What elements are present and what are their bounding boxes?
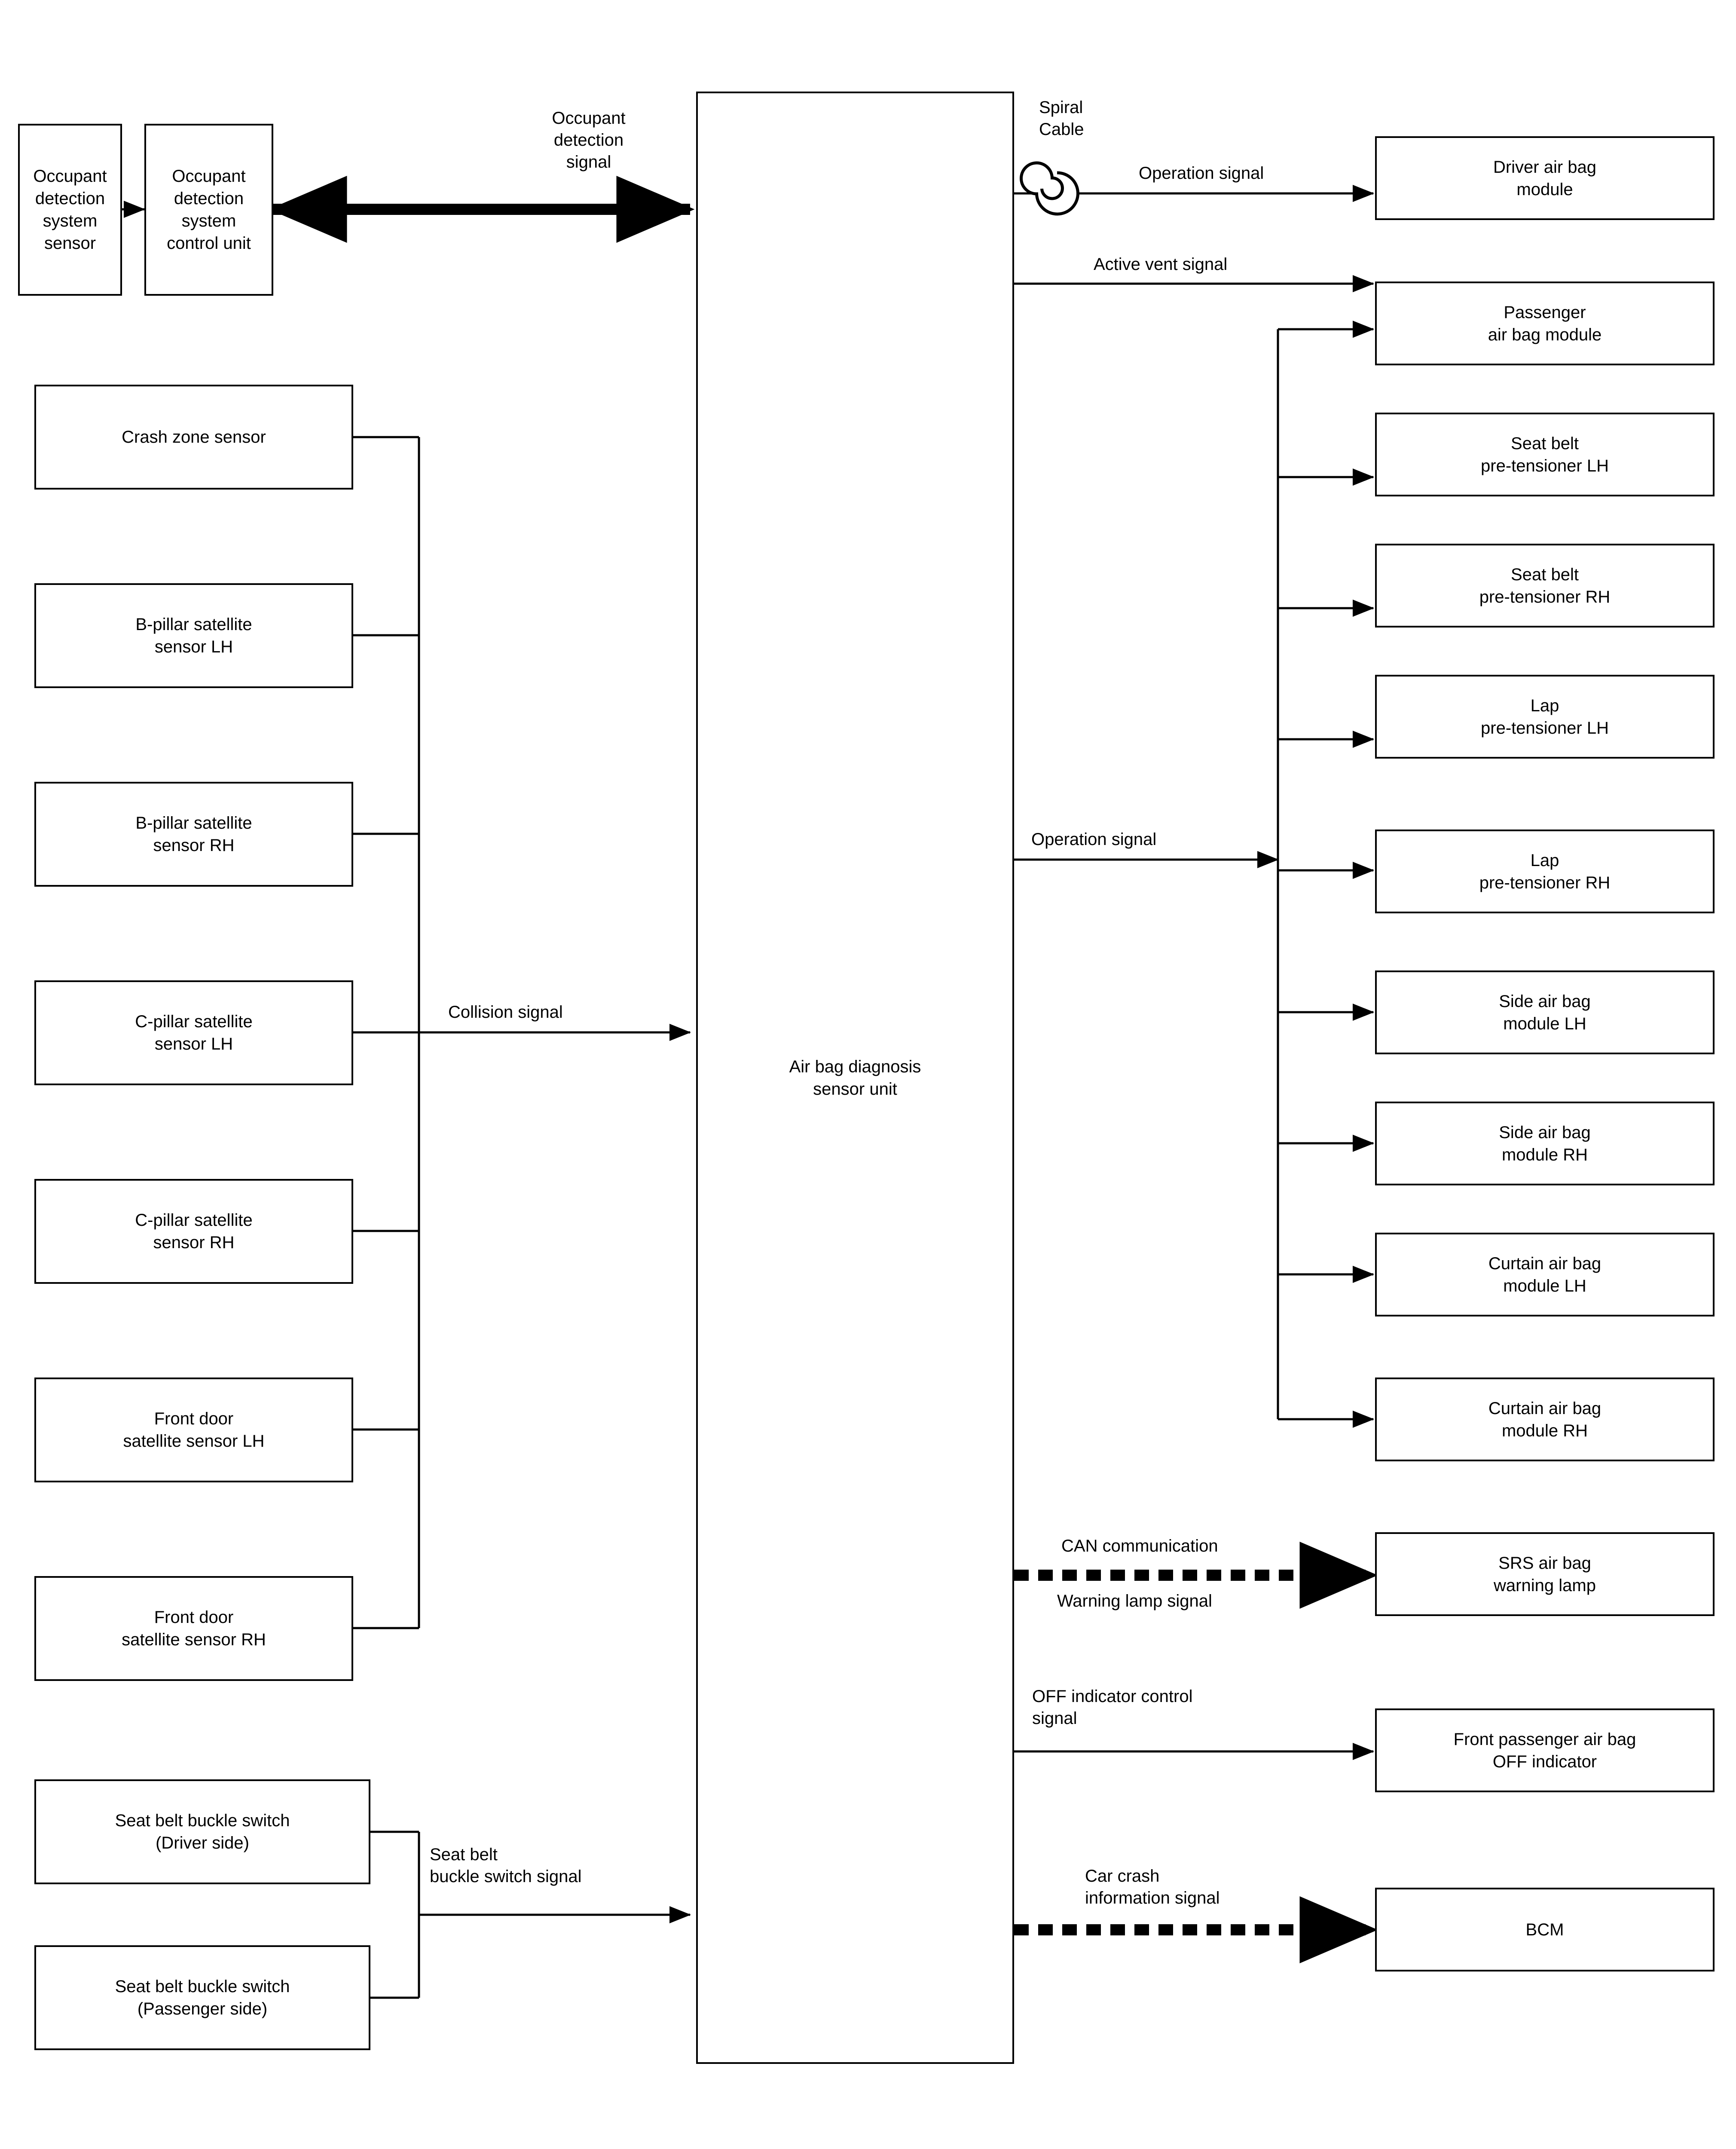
- seat-belt-pre-tensioner-lh-label: Seat belt pre-tensioner LH: [1481, 434, 1609, 475]
- passenger-air-bag-module-box[interactable]: Passenger air bag module: [1375, 282, 1715, 365]
- b-pillar-satellite-sensor-rh-box[interactable]: B-pillar satellite sensor RH: [34, 782, 353, 887]
- srs-air-bag-warning-lamp-box[interactable]: SRS air bag warning lamp: [1375, 1532, 1715, 1616]
- c-pillar-satellite-sensor-lh-label: C-pillar satellite sensor LH: [135, 1012, 253, 1053]
- lap-pre-tensioner-rh-box[interactable]: Lap pre-tensioner RH: [1375, 830, 1715, 913]
- side-air-bag-module-lh-box[interactable]: Side air bag module LH: [1375, 970, 1715, 1054]
- seat-belt-buckle-switch-passenger-box[interactable]: Seat belt buckle switch (Passenger side): [34, 1945, 370, 2050]
- air-bag-diagnosis-sensor-unit-box[interactable]: Air bag diagnosis sensor unit: [696, 92, 1014, 2064]
- side-air-bag-module-rh-label: Side air bag module RH: [1499, 1123, 1591, 1164]
- bcm-box[interactable]: BCM: [1375, 1888, 1715, 1971]
- b-pillar-satellite-sensor-lh-box[interactable]: B-pillar satellite sensor LH: [34, 583, 353, 688]
- off-indicator-control-signal-label: OFF indicator control signal: [1032, 1687, 1193, 1728]
- lap-pre-tensioner-lh-label: Lap pre-tensioner LH: [1481, 696, 1609, 738]
- can-communication-label: CAN communication: [1061, 1537, 1218, 1555]
- seat-belt-buckle-switch-driver-box[interactable]: Seat belt buckle switch (Driver side): [34, 1779, 370, 1884]
- seat-belt-buckle-switch-passenger-label: Seat belt buckle switch (Passenger side): [115, 1977, 290, 2018]
- b-pillar-satellite-sensor-rh-label: B-pillar satellite sensor RH: [135, 814, 252, 855]
- spiral-cable-label: Spiral Cable: [1039, 98, 1084, 139]
- front-door-satellite-sensor-lh-label: Front door satellite sensor LH: [123, 1409, 265, 1451]
- seat-belt-pre-tensioner-rh-label: Seat belt pre-tensioner RH: [1479, 565, 1611, 606]
- front-door-satellite-sensor-lh-box[interactable]: Front door satellite sensor LH: [34, 1378, 353, 1482]
- ods-sensor-box[interactable]: Occupant detection system sensor: [18, 124, 122, 296]
- passenger-air-bag-module-label: Passenger air bag module: [1488, 303, 1602, 344]
- ods-control-unit-label: Occupant detection system control unit: [167, 167, 251, 253]
- c-pillar-satellite-sensor-lh-box[interactable]: C-pillar satellite sensor LH: [34, 980, 353, 1085]
- front-passenger-air-bag-off-indicator-label: Front passenger air bag OFF indicator: [1453, 1730, 1636, 1771]
- occupant-detection-signal-label: Occupant detection signal: [552, 109, 626, 172]
- curtain-air-bag-module-rh-label: Curtain air bag module RH: [1488, 1399, 1602, 1440]
- curtain-air-bag-module-rh-box[interactable]: Curtain air bag module RH: [1375, 1378, 1715, 1461]
- side-air-bag-module-rh-box[interactable]: Side air bag module RH: [1375, 1102, 1715, 1185]
- ods-control-unit-box[interactable]: Occupant detection system control unit: [144, 124, 273, 296]
- curtain-air-bag-module-lh-box[interactable]: Curtain air bag module LH: [1375, 1233, 1715, 1316]
- seat-belt-buckle-switch-driver-label: Seat belt buckle switch (Driver side): [115, 1811, 290, 1852]
- driver-air-bag-module-box[interactable]: Driver air bag module: [1375, 136, 1715, 220]
- crash-zone-sensor-box[interactable]: Crash zone sensor: [34, 385, 353, 490]
- srs-air-bag-warning-lamp-label: SRS air bag warning lamp: [1494, 1553, 1596, 1595]
- bcm-label: BCM: [1525, 1920, 1564, 1939]
- c-pillar-satellite-sensor-rh-box[interactable]: C-pillar satellite sensor RH: [34, 1179, 353, 1284]
- seat-belt-pre-tensioner-lh-box[interactable]: Seat belt pre-tensioner LH: [1375, 413, 1715, 496]
- front-door-satellite-sensor-rh-box[interactable]: Front door satellite sensor RH: [34, 1576, 353, 1681]
- warning-lamp-signal-label: Warning lamp signal: [1057, 1592, 1212, 1610]
- air-bag-diagnosis-sensor-unit-label: Air bag diagnosis sensor unit: [789, 1057, 921, 1099]
- operation-signal-main-label: Operation signal: [1031, 830, 1157, 849]
- seat-belt-pre-tensioner-rh-box[interactable]: Seat belt pre-tensioner RH: [1375, 544, 1715, 628]
- lap-pre-tensioner-lh-box[interactable]: Lap pre-tensioner LH: [1375, 675, 1715, 759]
- operation-signal-driver-label: Operation signal: [1139, 164, 1264, 183]
- curtain-air-bag-module-lh-label: Curtain air bag module LH: [1488, 1254, 1602, 1295]
- c-pillar-satellite-sensor-rh-label: C-pillar satellite sensor RH: [135, 1211, 253, 1252]
- spiral-cable-icon: [1020, 161, 1079, 216]
- crash-zone-sensor-label: Crash zone sensor: [122, 428, 266, 447]
- b-pillar-satellite-sensor-lh-label: B-pillar satellite sensor LH: [135, 615, 252, 656]
- seat-belt-buckle-switch-signal-label: Seat belt buckle switch signal: [430, 1845, 582, 1886]
- front-door-satellite-sensor-rh-label: Front door satellite sensor RH: [122, 1608, 266, 1649]
- driver-air-bag-module-label: Driver air bag module: [1493, 157, 1597, 199]
- front-passenger-air-bag-off-indicator-box[interactable]: Front passenger air bag OFF indicator: [1375, 1708, 1715, 1792]
- active-vent-signal-label: Active vent signal: [1094, 255, 1228, 274]
- lap-pre-tensioner-rh-label: Lap pre-tensioner RH: [1479, 851, 1611, 892]
- car-crash-information-signal-label: Car crash information signal: [1085, 1867, 1220, 1908]
- collision-signal-label: Collision signal: [448, 1003, 563, 1022]
- ods-sensor-label: Occupant detection system sensor: [33, 167, 107, 253]
- side-air-bag-module-lh-label: Side air bag module LH: [1499, 992, 1591, 1033]
